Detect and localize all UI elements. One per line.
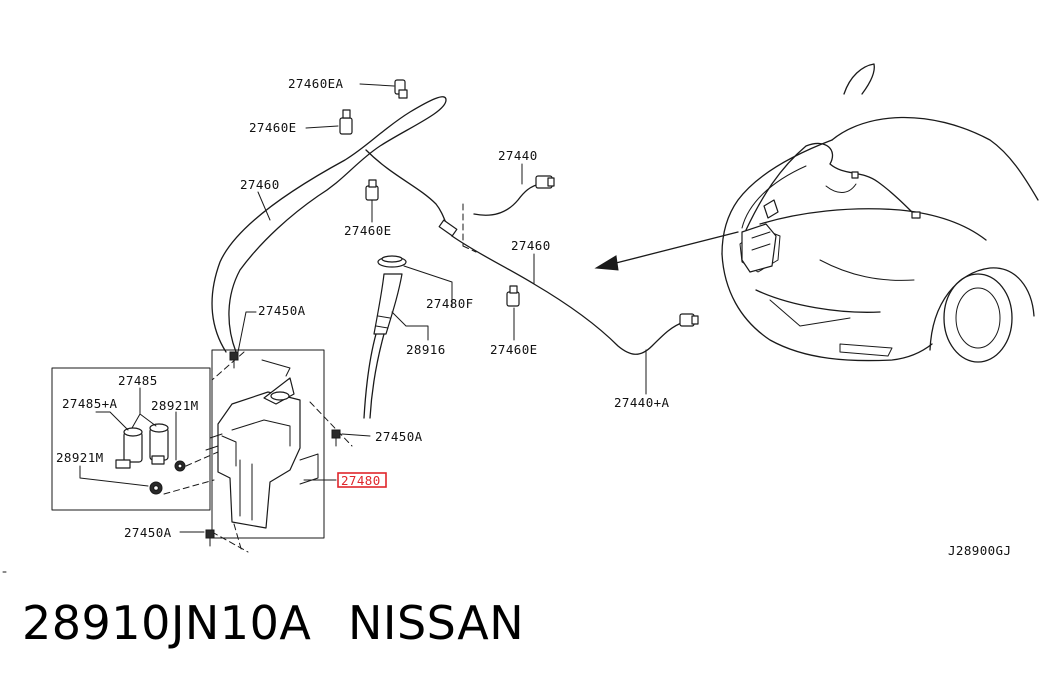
- bolt-27450A-lower: [205, 529, 215, 547]
- brand-name: NISSAN: [348, 596, 525, 650]
- pointer-arrow-line: [611, 231, 739, 265]
- callout-27480: 27480: [341, 473, 381, 488]
- filler-cap-27480F: [377, 255, 407, 268]
- leader-27485A: [95, 411, 129, 431]
- leader-27460E-a: [305, 125, 339, 129]
- filler-tube: [363, 333, 377, 419]
- callout-27460E-c: 27460E: [490, 342, 538, 357]
- dashed-tank-2: [309, 401, 353, 447]
- clip-27460EA: [394, 79, 408, 99]
- callout-28921M-b: 28921M: [56, 450, 104, 465]
- callout-27485A: 27485+A: [62, 396, 118, 411]
- callout-27460-b: 27460: [511, 238, 551, 253]
- bolt-27450A-upper: [229, 351, 239, 369]
- leader-27460: [257, 191, 271, 221]
- diagram-code: J28900GJ: [948, 543, 1011, 558]
- dashed-pump-1: [185, 451, 219, 467]
- part-number: 28910JN10A: [22, 596, 312, 650]
- nozzle-27440: [535, 175, 555, 189]
- hose-27460-right: [451, 235, 685, 355]
- leader-28921M-b: [79, 465, 149, 487]
- callout-27440: 27440: [498, 148, 538, 163]
- pump-27485: [149, 423, 169, 465]
- callout-28916: 28916: [406, 342, 446, 357]
- car-illustration: [721, 63, 1039, 363]
- grommet-28921M-a: [174, 460, 186, 472]
- clip-27460E-top: [339, 109, 353, 135]
- callout-27460E-a: 27460E: [249, 120, 297, 135]
- leader-27480F: [403, 265, 453, 307]
- dashed-route-2: [462, 245, 477, 253]
- callout-27480F: 27480F: [426, 296, 474, 311]
- callout-27440A: 27440+A: [614, 395, 670, 410]
- hose-27460-main: [211, 96, 447, 353]
- dashed-tank-3: [233, 523, 243, 553]
- dashed-pump-2: [163, 479, 215, 495]
- callout-27450A-c: 27450A: [124, 525, 172, 540]
- clip-27460E-mid: [365, 179, 379, 201]
- callout-27450A-b: 27450A: [375, 429, 423, 444]
- nozzle-27440A: [679, 313, 699, 327]
- leader-28916: [391, 311, 429, 341]
- callout-27460: 27460: [240, 177, 280, 192]
- filler-tube-2: [369, 333, 385, 419]
- callout-27460E-b: 27460E: [344, 223, 392, 238]
- tank-group-box: [211, 349, 325, 539]
- clip-27460E-low: [506, 285, 520, 307]
- leader-27450A-mid: [341, 433, 371, 437]
- leader-27450A-upper: [237, 311, 257, 353]
- hose-27440: [473, 183, 541, 216]
- grommet-28921M-b: [149, 481, 163, 495]
- filler-neck-28916: [373, 273, 403, 335]
- pump-27485A: [115, 427, 143, 469]
- callout-27480-highlight-box: [337, 472, 387, 488]
- bolt-27450A-mid: [331, 429, 341, 447]
- callout-27485: 27485: [118, 373, 158, 388]
- callout-28921M-a: 28921M: [151, 398, 199, 413]
- leader-27485: [131, 387, 157, 429]
- dashed-tank-1: [211, 351, 245, 381]
- tank-27480: [205, 359, 319, 529]
- filler-neck-rib: [375, 315, 391, 329]
- callout-27450A-a: 27450A: [258, 303, 306, 318]
- pointer-arrow-head: [594, 255, 619, 271]
- callout-27460EA: 27460EA: [288, 76, 344, 91]
- hose-connector: [438, 219, 458, 237]
- leader-27460EA: [359, 83, 395, 87]
- dashed-tank-4: [211, 531, 249, 553]
- pump-group-box: [51, 367, 211, 511]
